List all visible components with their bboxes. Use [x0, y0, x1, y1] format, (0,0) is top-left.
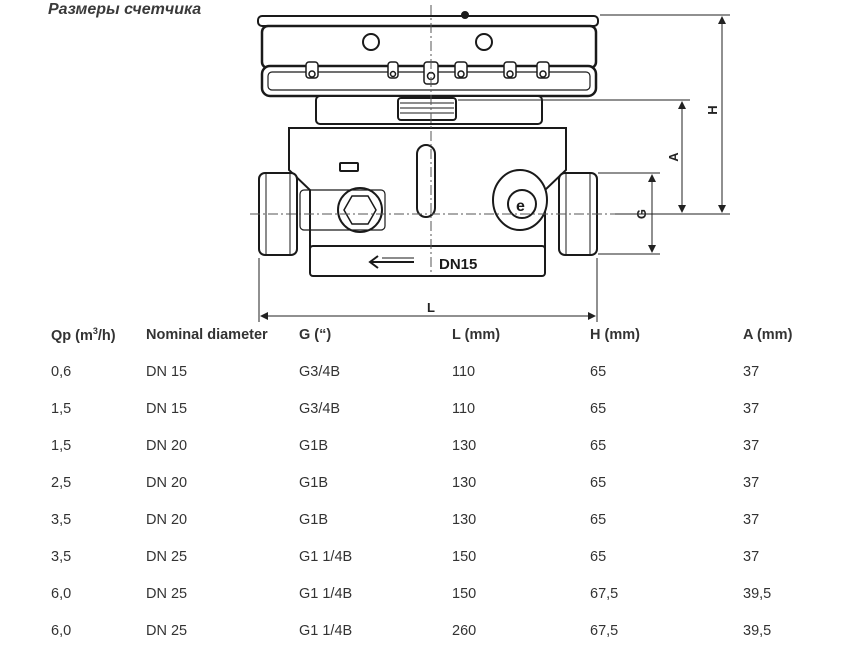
- meter-neck: [315, 95, 543, 125]
- cell-nominal: DN 20: [146, 437, 188, 454]
- dimension-label-G: G: [634, 209, 649, 219]
- cell-l: 130: [452, 474, 477, 491]
- cell-g: G1B: [299, 474, 329, 491]
- housing-clips: [305, 61, 550, 85]
- flow-arrow: [368, 255, 414, 269]
- cell-nominal: DN 25: [146, 548, 188, 565]
- table-header-row: Qp (m3/h) Nominal diameter G (“) L (mm) …: [44, 316, 823, 353]
- cell-l: 110: [452, 363, 476, 380]
- cell-a: 37: [743, 400, 760, 417]
- table-row: 3,5 DN 25 G1 1/4B 150 65 37: [44, 538, 823, 575]
- cell-h: 65: [590, 400, 607, 417]
- cell-a: 39,5: [743, 585, 772, 602]
- table-row: 3,5 DN 20 G1B 130 65 37: [44, 501, 823, 538]
- dimensions-table: Qp (m3/h) Nominal diameter G (“) L (mm) …: [44, 316, 823, 649]
- dimension-label-L: L: [427, 300, 435, 315]
- header-g: G (“): [299, 326, 332, 343]
- meter-dimension-drawing: e DN15 H A G L: [250, 5, 730, 322]
- cell-h: 67,5: [590, 585, 619, 602]
- housing-screws: [362, 11, 493, 51]
- cell-g: G3/4B: [299, 363, 341, 380]
- cell-g: G1B: [299, 437, 329, 454]
- svg-text:e: e: [516, 198, 525, 215]
- body-marking: DN15: [439, 256, 477, 273]
- cell-qp: 1,5: [51, 437, 72, 454]
- header-l: L (mm): [452, 326, 501, 343]
- table-row: 6,0 DN 25 G1 1/4B 260 67,5 39,5: [44, 612, 823, 649]
- cell-g: G1 1/4B: [299, 548, 353, 565]
- cell-nominal: DN 25: [146, 585, 188, 602]
- dimension-label-A: A: [666, 152, 681, 162]
- cell-h: 65: [590, 437, 607, 454]
- cell-a: 37: [743, 511, 760, 528]
- seal-plug: e: [492, 169, 548, 231]
- cell-l: 150: [452, 585, 477, 602]
- cell-g: G1B: [299, 511, 329, 528]
- cell-g: G1 1/4B: [299, 622, 353, 639]
- header-h: H (mm): [590, 326, 640, 343]
- dimension-H: [600, 14, 730, 215]
- cell-h: 65: [590, 548, 607, 565]
- table-row: 1,5 DN 20 G1B 130 65 37: [44, 427, 823, 464]
- cell-h: 65: [590, 363, 607, 380]
- cell-g: G1 1/4B: [299, 585, 353, 602]
- cell-nominal: DN 20: [146, 474, 188, 491]
- cell-l: 110: [452, 400, 476, 417]
- cell-a: 37: [743, 363, 760, 380]
- cell-qp: 6,0: [51, 622, 72, 639]
- header-a: A (mm): [743, 326, 793, 343]
- cell-qp: 3,5: [51, 511, 72, 528]
- dimension-A: [458, 99, 690, 213]
- table-row: 6,0 DN 25 G1 1/4B 150 67,5 39,5: [44, 575, 823, 612]
- cell-a: 37: [743, 548, 760, 565]
- cell-h: 67,5: [590, 622, 619, 639]
- cell-l: 150: [452, 548, 477, 565]
- table-row: 2,5 DN 20 G1B 130 65 37: [44, 464, 823, 501]
- cell-nominal: DN 15: [146, 363, 188, 380]
- header-nominal-diameter: Nominal diameter: [146, 326, 268, 343]
- page-title: Размеры счетчика: [48, 1, 202, 18]
- cell-qp: 2,5: [51, 474, 72, 491]
- cell-g: G3/4B: [299, 400, 341, 417]
- cell-nominal: DN 25: [146, 622, 188, 639]
- cell-l: 130: [452, 437, 477, 454]
- cell-nominal: DN 20: [146, 511, 188, 528]
- table-row: 1,5 DN 15 G3/4B 110 65 37: [44, 390, 823, 427]
- cell-h: 65: [590, 511, 607, 528]
- cell-h: 65: [590, 474, 607, 491]
- cell-qp: 6,0: [51, 585, 72, 602]
- cell-nominal: DN 15: [146, 400, 188, 417]
- cell-l: 130: [452, 511, 477, 528]
- cell-qp: 3,5: [51, 548, 72, 565]
- cell-qp: 1,5: [51, 400, 72, 417]
- dimension-L: [258, 258, 598, 322]
- header-qp: Qp (m3/h): [51, 325, 116, 344]
- cell-l: 260: [452, 622, 477, 639]
- cell-a: 37: [743, 474, 760, 491]
- table-row: 0,6 DN 15 G3/4B 110 65 37: [44, 353, 823, 390]
- dimension-G: [598, 172, 660, 255]
- cell-qp: 0,6: [51, 363, 72, 380]
- cell-a: 37: [743, 437, 760, 454]
- dimension-label-H: H: [705, 105, 720, 114]
- cell-a: 39,5: [743, 622, 772, 639]
